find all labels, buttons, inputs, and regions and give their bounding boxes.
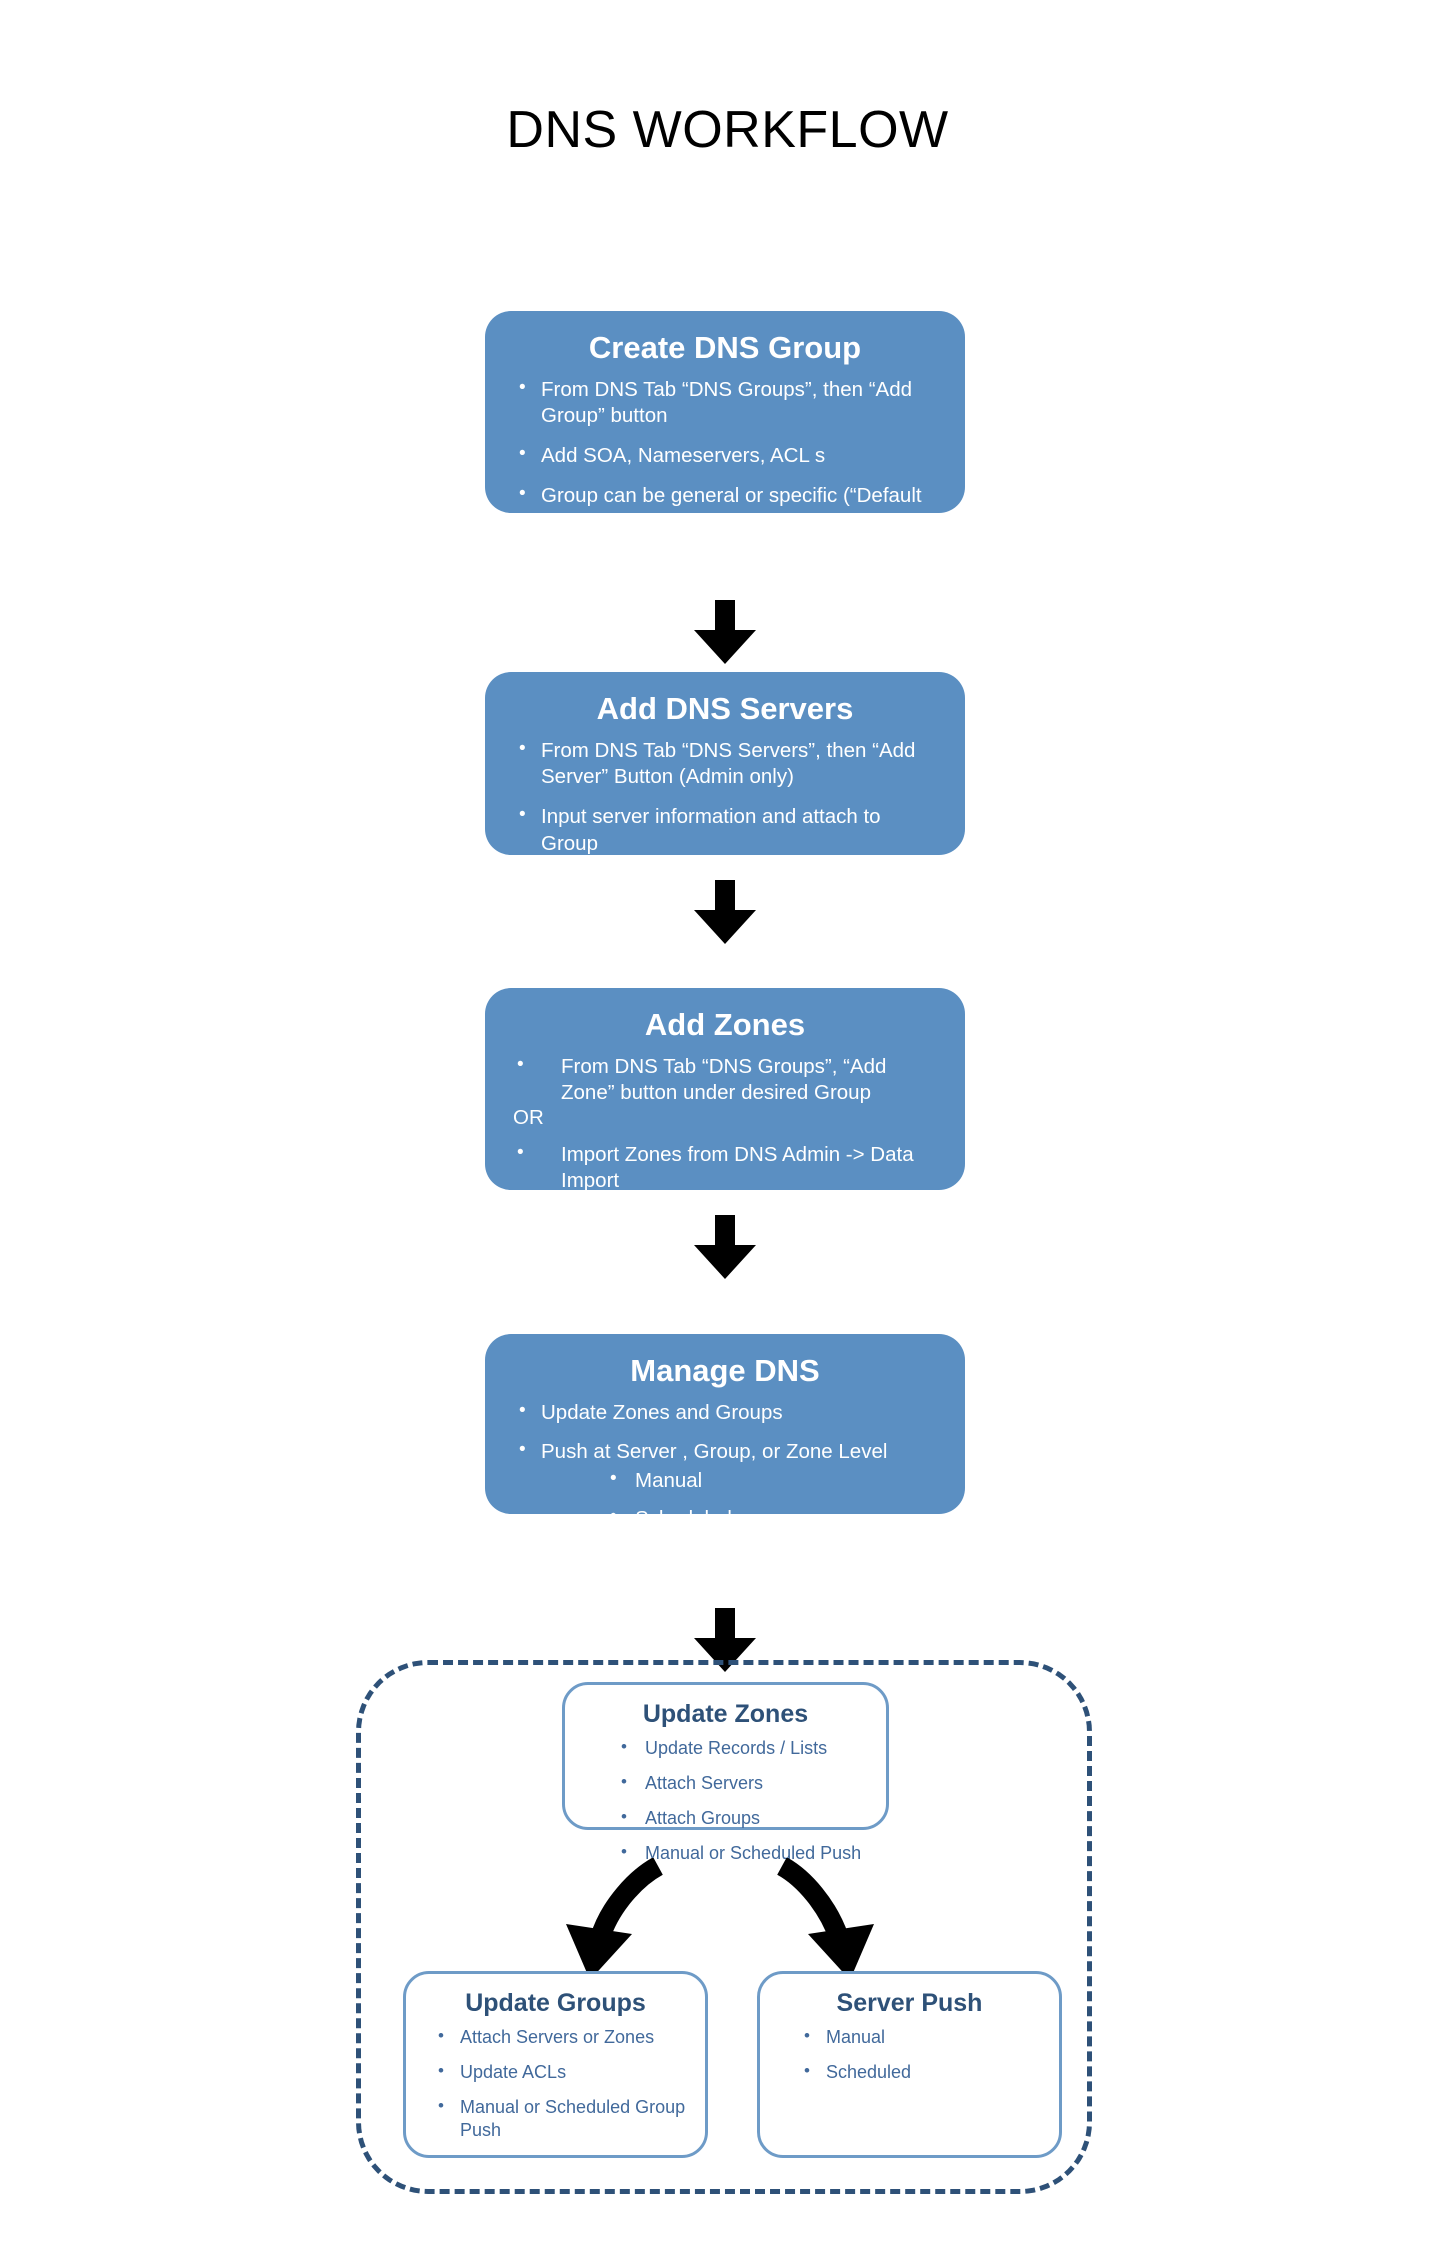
list-item: Manual — [485, 1467, 965, 1495]
detail-bullet-list-server-push: Manual Scheduled — [760, 2025, 1059, 2084]
list-item: Scheduled — [760, 2060, 1059, 2084]
step-bullet-list-add-zones-before-or: From DNS Tab “DNS Groups”, “Add Zone” bu… — [485, 1053, 965, 1107]
step-bullet-list-add-zones-after-or: Import Zones from DNS Admin -> Data Impo… — [485, 1141, 965, 1195]
list-item: Manual or Scheduled Push — [565, 1841, 886, 1865]
step-box-add-dns-servers[interactable]: Add DNS Servers From DNS Tab “DNS Server… — [485, 672, 965, 855]
arrow-add-servers-to-add-zones — [694, 880, 756, 944]
list-item: Add SOA, Nameservers, ACL s — [485, 442, 965, 470]
list-item: Manual — [760, 2025, 1059, 2049]
list-item: From DNS Tab “DNS Servers”, then “Add Se… — [485, 737, 965, 791]
arrow-shaft — [715, 1608, 735, 1642]
or-separator-label: OR — [513, 1106, 544, 1130]
arrow-head — [694, 1638, 756, 1672]
list-item: Update ACLs — [406, 2060, 705, 2084]
detail-heading-update-groups: Update Groups — [465, 1989, 646, 2017]
step-heading-manage-dns: Manage DNS — [630, 1353, 820, 1388]
arrow-head — [694, 630, 756, 664]
arrow-update-zones-to-update-groups — [566, 1858, 664, 1980]
detail-heading-update-zones: Update Zones — [642, 1700, 809, 1728]
detail-box-server-push[interactable]: Server Push Manual Scheduled — [757, 1971, 1062, 2158]
branch-arrows — [566, 1858, 874, 1980]
step-sub-bullet-list-manage-dns: Manual Scheduled — [485, 1467, 965, 1533]
step-heading-add-zones: Add Zones — [644, 1007, 806, 1042]
list-item: Import Zones from DNS Admin -> Data Impo… — [485, 1141, 965, 1195]
step-box-manage-dns[interactable]: Manage DNS Update Zones and Groups Push … — [485, 1334, 965, 1530]
list-item: Group can be general or specific (“Defau… — [485, 482, 965, 536]
list-item: Attach Servers or Zones — [406, 2025, 705, 2049]
step-heading-create-dns-group: Create DNS Group — [588, 330, 862, 365]
arrow-shaft — [715, 880, 735, 914]
step-bullet-list-create-dns-group: From DNS Tab “DNS Groups”, then “Add Gro… — [485, 376, 965, 536]
arrow-add-zones-to-manage-dns — [694, 1215, 756, 1279]
list-item: Update Records / Lists — [565, 1736, 886, 1760]
arrow-head — [694, 1245, 756, 1279]
list-item: Push at Server , Group, or Zone Level — [485, 1438, 965, 1466]
arrow-shaft — [715, 1215, 735, 1249]
arrow-shaft — [715, 600, 735, 634]
list-item: From DNS Tab “DNS Groups”, then “Add Gro… — [485, 376, 965, 430]
detail-bullet-list-update-groups: Attach Servers or Zones Update ACLs Manu… — [406, 2025, 705, 2142]
list-item: Attach Groups — [565, 1806, 886, 1830]
list-item: From DNS Tab “DNS Groups”, “Add Zone” bu… — [485, 1053, 965, 1107]
list-item: Attach Servers — [565, 1771, 886, 1795]
step-box-add-zones[interactable]: Add Zones From DNS Tab “DNS Groups”, “Ad… — [485, 988, 965, 1192]
arrow-manage-dns-to-update-zones — [694, 1608, 756, 1672]
step-heading-add-dns-servers: Add DNS Servers — [596, 691, 854, 726]
list-item: Manual or Scheduled Group Push — [406, 2095, 705, 2142]
detail-box-update-zones[interactable]: Update Zones Update Records / Lists Atta… — [562, 1682, 889, 1863]
list-item: Scheduled — [485, 1505, 965, 1533]
detail-bullet-list-update-zones: Update Records / Lists Attach Servers At… — [565, 1736, 886, 1865]
step-bullet-list-manage-dns: Update Zones and Groups Push at Server ,… — [485, 1399, 965, 1466]
arrow-update-zones-to-server-push — [776, 1858, 874, 1980]
detail-box-update-groups[interactable]: Update Groups Attach Servers or Zones Up… — [403, 1971, 708, 2158]
step-box-create-dns-group[interactable]: Create DNS Group From DNS Tab “DNS Group… — [485, 311, 965, 533]
list-item: Input server information and attach to G… — [485, 803, 965, 857]
arrow-head — [694, 910, 756, 944]
page-title: DNS WORKFLOW — [506, 101, 949, 159]
list-item: Update Zones and Groups — [485, 1399, 965, 1427]
detail-heading-server-push: Server Push — [836, 1989, 983, 2017]
dashed-group-container — [356, 1660, 1092, 2194]
arrow-create-group-to-add-servers — [694, 600, 756, 664]
step-bullet-list-add-dns-servers: From DNS Tab “DNS Servers”, then “Add Se… — [485, 737, 965, 858]
